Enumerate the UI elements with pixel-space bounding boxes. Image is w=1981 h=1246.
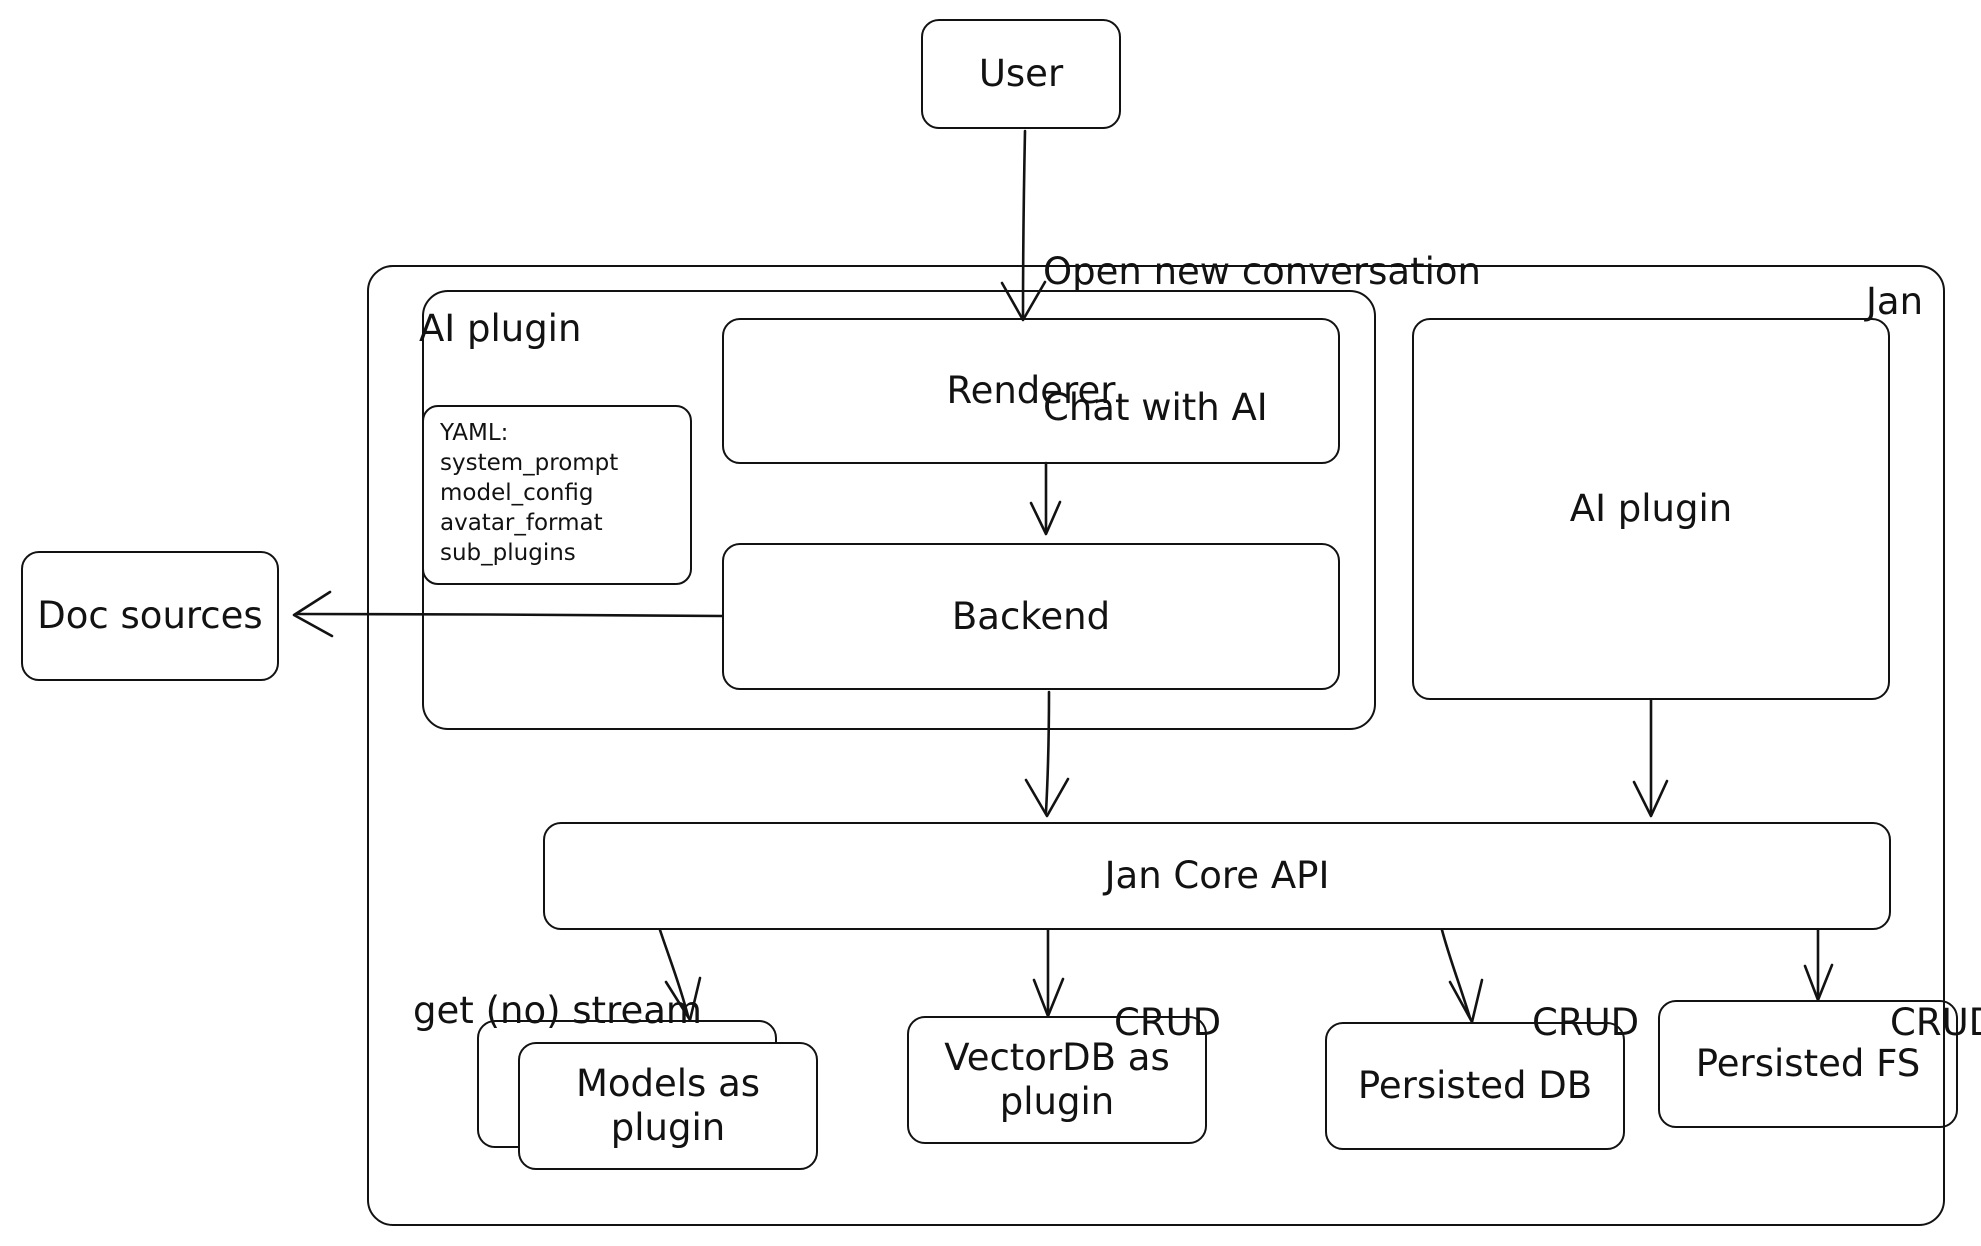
node-persisted-db-label: Persisted DB [1357,1064,1593,1108]
node-doc-sources[interactable]: Doc sources [21,551,279,681]
edge-label-line1: Open new conversation [1043,250,1481,294]
yaml-line-4: sub_plugins [440,539,576,566]
edge-label-crud-vectordb: CRUD [1114,1001,1222,1045]
node-persisted-fs-label: Persisted FS [1695,1042,1921,1086]
edge-label-open-new-conversation: Open new conversation Chat with AI [1043,159,1481,520]
node-ai-plugin-right-label: AI plugin [1569,487,1733,531]
yaml-line-0: YAML: [440,420,509,446]
yaml-line-1: system_prompt [440,449,619,476]
yaml-line-2: model_config [440,479,594,506]
node-backend[interactable]: Backend [722,543,1340,690]
node-doc-sources-label: Doc sources [37,594,263,638]
node-persisted-db[interactable]: Persisted DB [1325,1022,1625,1150]
node-user-label: User [978,52,1064,96]
edge-label-crud-persisted-db: CRUD [1532,1001,1640,1045]
container-jan [367,265,1945,1226]
edge-label-line2: Chat with AI [1043,385,1268,429]
node-models-as-plugin[interactable]: Models as plugin [518,1042,818,1170]
node-persisted-fs[interactable]: Persisted FS [1658,1000,1958,1128]
node-jan-core-api-label: Jan Core API [1104,854,1330,898]
node-models-as-plugin-label: Models as plugin [575,1062,761,1149]
yaml-line-3: avatar_format [440,509,603,536]
node-jan-core-api[interactable]: Jan Core API [543,822,1891,930]
container-ai-plugin-label: AI plugin [419,307,582,350]
node-ai-plugin-right[interactable]: AI plugin [1412,318,1890,700]
node-vectordb-as-plugin[interactable]: VectorDB as plugin [907,1016,1207,1144]
node-user[interactable]: User [921,19,1121,129]
node-renderer[interactable]: Renderer [722,318,1340,464]
container-jan-label: Jan [1866,280,1924,323]
edge-label-crud-persisted-fs: CRUD [1890,1001,1981,1045]
edge-label-get-no-stream: get (no) stream [413,989,702,1033]
yaml-config-card: YAML: system_prompt model_config avatar_… [422,405,692,585]
node-renderer-label: Renderer [946,369,1116,413]
node-vectordb-as-plugin-label: VectorDB as plugin [944,1036,1170,1123]
node-backend-label: Backend [951,594,1111,638]
